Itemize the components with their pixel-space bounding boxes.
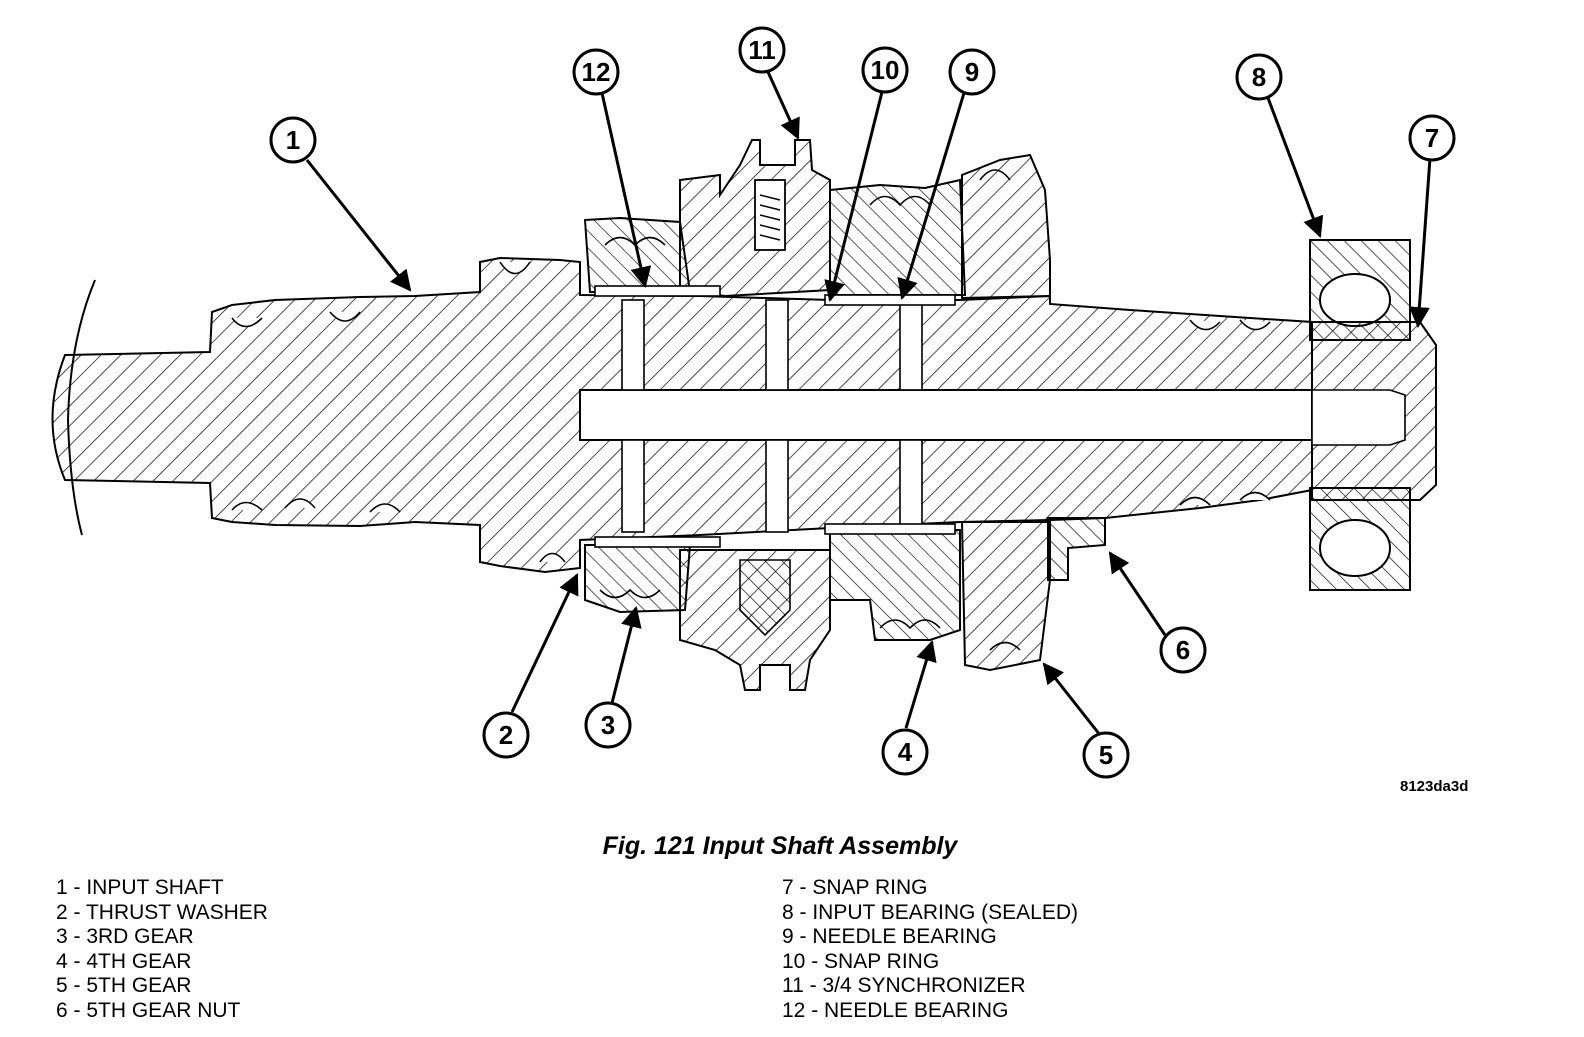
- svg-text:11: 11: [748, 35, 776, 65]
- callout-11: 11: [738, 26, 786, 74]
- legend-right-column: 7 - SNAP RING 8 - INPUT BEARING (SEALED)…: [782, 876, 1078, 1023]
- figure-caption: Fig. 121 Input Shaft Assembly: [602, 832, 958, 860]
- svg-text:5: 5: [1099, 740, 1113, 770]
- legend-item: 4 - 4TH GEAR: [56, 949, 192, 973]
- legend-item: 12 - NEEDLE BEARING: [782, 998, 1009, 1022]
- svg-text:3: 3: [601, 710, 615, 740]
- legend-item: 5 - 5TH GEAR: [56, 974, 192, 997]
- svg-text:12: 12: [582, 57, 611, 87]
- legend-item: 8 - INPUT BEARING (SEALED): [782, 900, 1079, 924]
- callout-12: 12: [572, 48, 620, 96]
- callout-9: 9: [948, 48, 996, 96]
- legend-item: 9 - NEEDLE BEARING: [782, 925, 997, 948]
- legend-item: 3 - 3RD GEAR: [56, 925, 194, 948]
- synchronizer-3-4: [679, 139, 831, 691]
- leader-lines: [305, 71, 1432, 736]
- fifth-gear-nut: [1047, 517, 1106, 581]
- figure-id: 8123da3d: [1400, 778, 1469, 795]
- legend-item: 11 - 3/4 SYNCHRONIZER: [782, 974, 1026, 997]
- callout-6: 6: [1159, 626, 1207, 674]
- svg-text:9: 9: [965, 57, 979, 87]
- legend-item: 2 - THRUST WASHER: [56, 900, 268, 924]
- legend-item: 1 - INPUT SHAFT: [56, 876, 224, 899]
- callout-4: 4: [881, 728, 929, 776]
- callout-8: 8: [1235, 53, 1283, 101]
- input-shaft: [51, 256, 1313, 574]
- callout-3: 3: [584, 701, 632, 749]
- svg-text:2: 2: [499, 720, 513, 750]
- svg-text:6: 6: [1176, 635, 1190, 665]
- svg-text:7: 7: [1425, 123, 1439, 153]
- fourth-gear: [829, 178, 967, 641]
- legend-left-column: 1 - INPUT SHAFT 2 - THRUST WASHER 3 - 3R…: [56, 876, 268, 1023]
- callout-7: 7: [1408, 114, 1456, 162]
- legend-item: 10 - SNAP RING: [782, 949, 940, 973]
- callout-5: 5: [1082, 731, 1130, 779]
- needle-bearings: [594, 285, 956, 548]
- legend-item: 7 - SNAP RING: [782, 876, 928, 899]
- legend-item: 6 - 5TH GEAR NUT: [56, 998, 241, 1022]
- svg-text:1: 1: [286, 125, 300, 155]
- fifth-gear: [960, 153, 1051, 672]
- callout-2: 2: [482, 711, 530, 759]
- input-bearing: [1309, 239, 1437, 591]
- svg-text:8: 8: [1252, 62, 1266, 92]
- svg-text:10: 10: [871, 55, 900, 85]
- svg-text:4: 4: [898, 737, 913, 767]
- callout-1: 1: [269, 116, 317, 164]
- callout-10: 10: [861, 46, 909, 94]
